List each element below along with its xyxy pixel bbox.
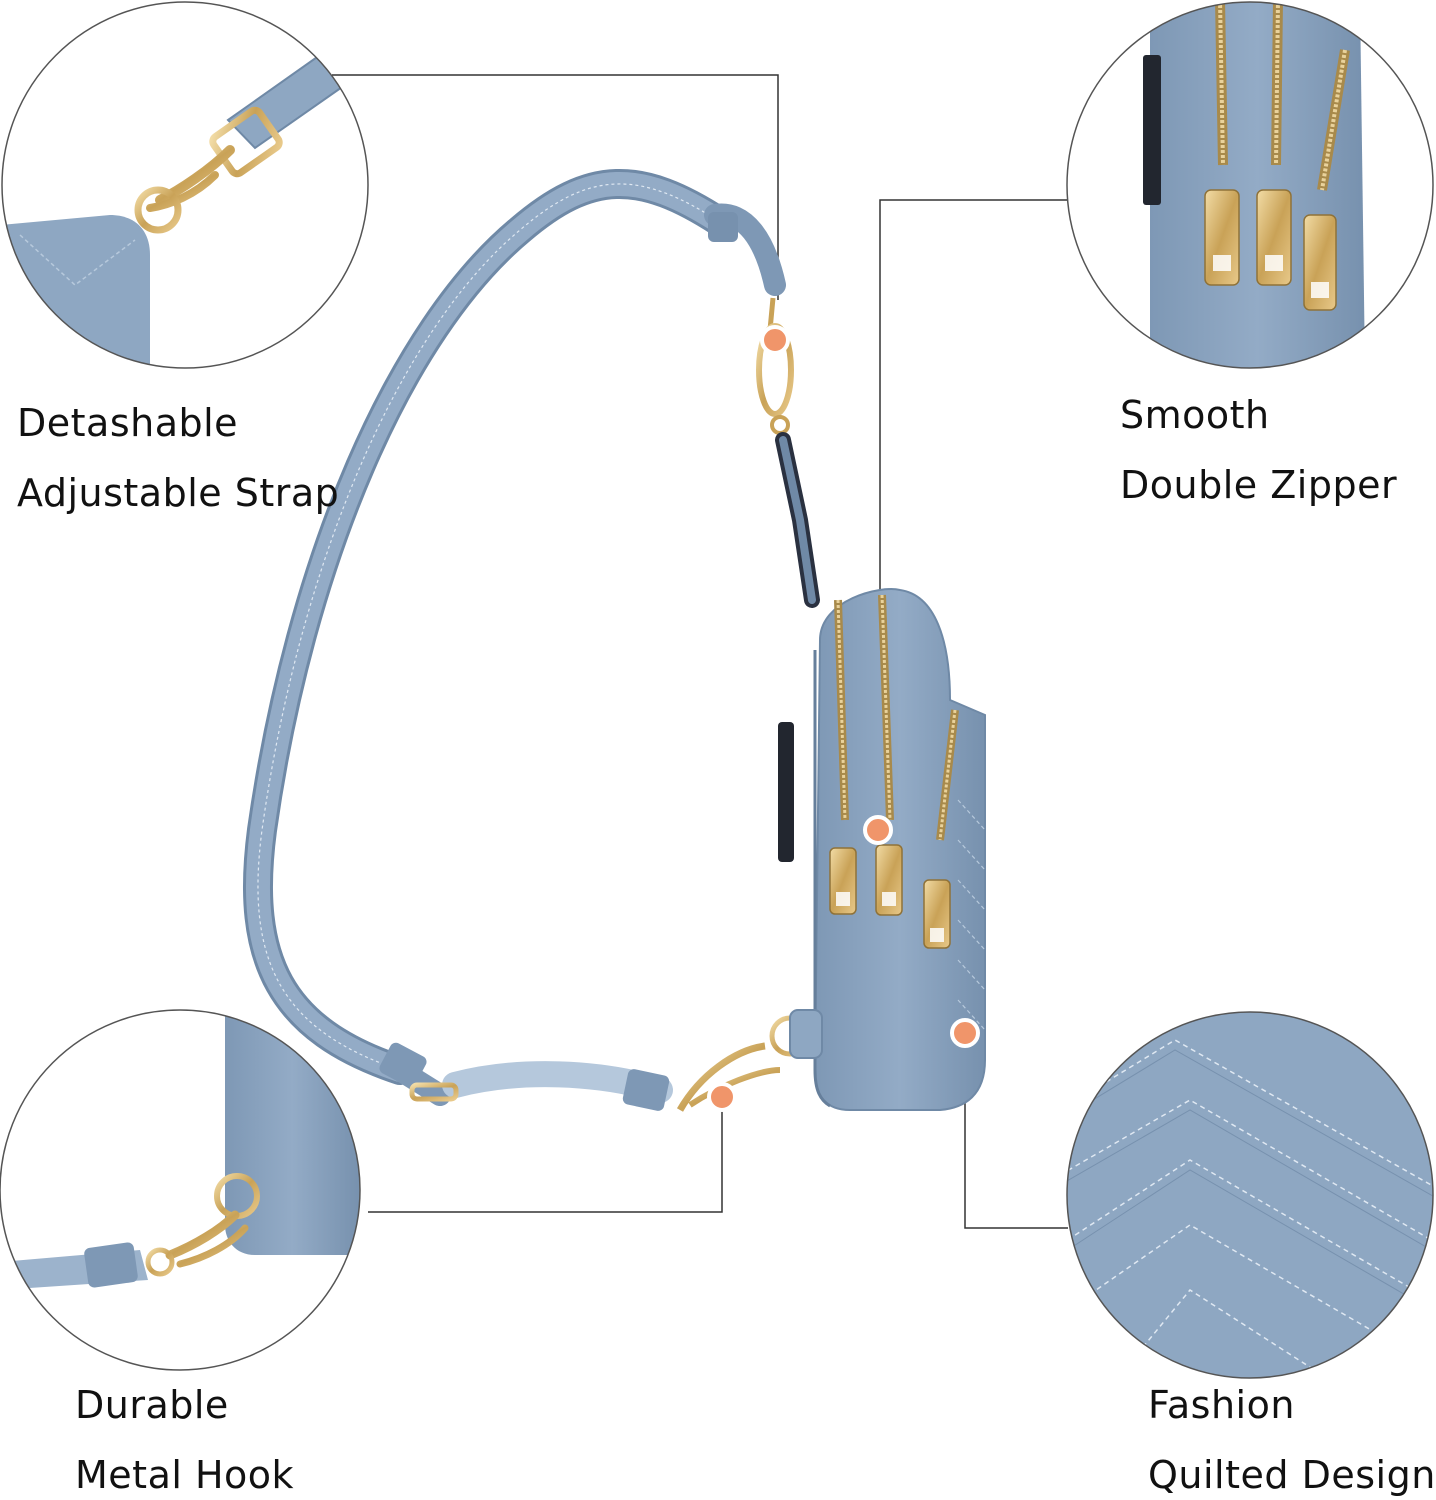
detail-circle-zipper [1066,1,1434,369]
main-strap [242,169,820,1112]
caption-quilted-line2: Quilted Design [1148,1453,1436,1497]
caption-quilted-line1: Fashion [1148,1383,1295,1427]
bag-body [778,588,986,1111]
caption-zipper-line1: Smooth [1120,393,1270,437]
caption-hook-line1: Durable [75,1383,229,1427]
caption-strap-line1: Detashable [17,401,239,445]
feature-markers [707,325,980,1112]
detail-circle-quilted [1066,1011,1434,1379]
callout-line-strap [332,74,779,300]
callout-line-hook [368,1098,723,1213]
marker-hook [707,1082,737,1112]
detail-circle-hook [0,1009,361,1371]
caption-zipper-line2: Double Zipper [1120,463,1398,507]
marker-quilted [950,1018,980,1048]
marker-zipper [863,815,893,845]
marker-strap [760,325,790,355]
caption-hook-line2: Metal Hook [75,1453,295,1497]
detail-circle-strap [1,1,369,369]
caption-strap-line2: Adjustable Strap [17,471,340,515]
